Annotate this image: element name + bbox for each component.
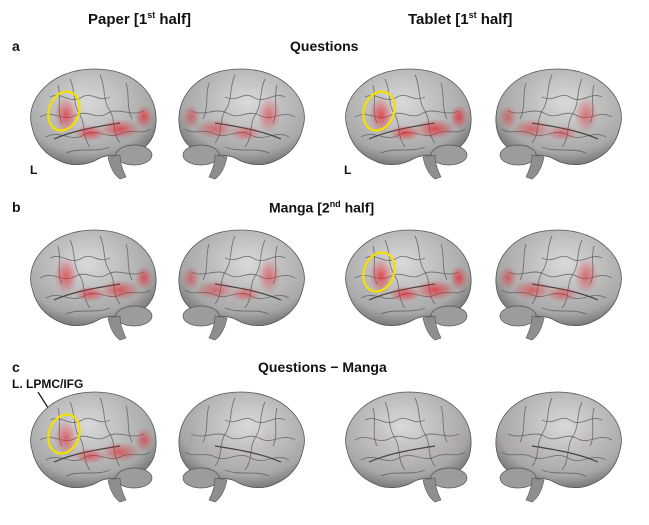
row-title-a: Questions [290, 38, 358, 54]
header-tablet-tail: half] [476, 11, 513, 28]
brain-a-2-right-lateral [165, 57, 325, 182]
brain-c-1-left-lateral [10, 380, 170, 505]
row-title-a-text: Questions [290, 38, 359, 54]
brain-render [30, 229, 157, 341]
hemisphere-label-tablet: L [344, 163, 352, 177]
header-paper-sup: st [147, 10, 156, 20]
brain-render [495, 391, 622, 503]
row-title-c: Questions − Manga [258, 359, 387, 375]
brain-b-1-left-lateral [10, 218, 170, 343]
header-paper-tail: half] [155, 11, 192, 28]
header-tablet: Tablet [1st half] [408, 10, 512, 28]
row-title-b: Manga [2nd half] [269, 199, 374, 216]
brain-render [495, 229, 622, 341]
brain-render [178, 229, 305, 341]
header-paper: Paper [1st half] [88, 10, 191, 28]
header-tablet-text: Tablet [1 [408, 11, 469, 28]
brain-b-4-right-lateral [482, 218, 642, 343]
panel-letter-b: b [12, 199, 21, 215]
header-tablet-sup: st [468, 10, 477, 20]
brain-a-3-left-lateral [325, 57, 485, 182]
region-annotation: L. LPMC/IFG [12, 377, 84, 391]
row-title-b-tail: half] [340, 199, 375, 216]
header-paper-text: Paper [1 [88, 11, 148, 28]
brain-render [345, 391, 472, 503]
brain-render [30, 391, 157, 503]
brain-render [345, 229, 472, 341]
brain-b-3-left-lateral [325, 218, 485, 343]
brain-render [345, 68, 472, 180]
brain-c-3-left-lateral [325, 380, 485, 505]
brain-c-2-right-lateral [165, 380, 325, 505]
brain-render [495, 68, 622, 180]
panel-letter-a: a [12, 38, 20, 54]
row-title-c-text: Questions − Manga [258, 359, 387, 375]
brain-c-4-right-lateral [482, 380, 642, 505]
brain-b-2-right-lateral [165, 218, 325, 343]
brain-render [30, 68, 157, 180]
row-title-b-sup: nd [329, 199, 341, 209]
brain-a-4-right-lateral [482, 57, 642, 182]
brain-render [178, 68, 305, 180]
panel-letter-c: c [12, 359, 20, 375]
hemisphere-label-paper: L [30, 163, 38, 177]
brain-a-1-left-lateral [10, 57, 170, 182]
row-title-b-text: Manga [2 [269, 199, 330, 216]
brain-render [178, 391, 305, 503]
